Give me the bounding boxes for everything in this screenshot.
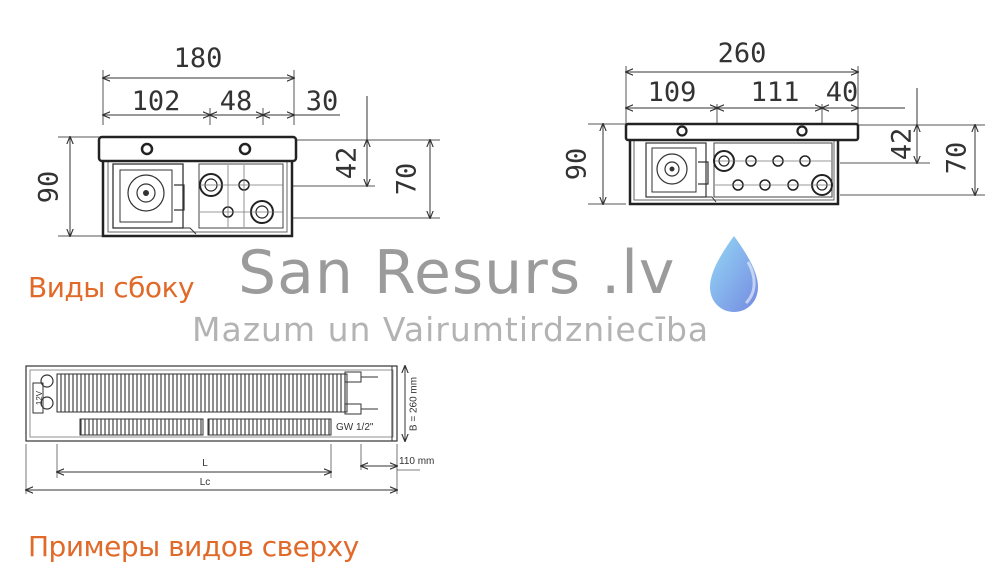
fan-icon xyxy=(127,174,165,212)
extension-lines xyxy=(588,66,985,205)
heat-exchanger-fins xyxy=(56,373,348,413)
dim-segment-c: 30 xyxy=(306,86,339,117)
fan-icon xyxy=(656,153,688,185)
heat-exchanger xyxy=(713,142,833,198)
fan-unit xyxy=(645,142,707,198)
top-views-heading: Примеры видов сверху xyxy=(28,530,359,563)
end-length-label: 110 mm xyxy=(399,456,434,467)
convector-section-2 xyxy=(624,122,860,206)
top-view: 12V GW 1/2" B = 260 mm L Lc 110 mm xyxy=(26,366,434,494)
dim-segment-b: 48 xyxy=(220,86,253,117)
dim-segment-a: 109 xyxy=(648,77,697,108)
grille-frame xyxy=(624,122,860,142)
dim-segment-a: 102 xyxy=(132,86,181,117)
dim-height: 90 xyxy=(34,171,65,204)
dimension-lines xyxy=(603,72,975,204)
grille-frame xyxy=(97,135,298,163)
dim-height: 90 xyxy=(562,148,593,181)
water-drop-icon xyxy=(710,236,758,312)
dim-inner-height-1: 42 xyxy=(332,147,363,180)
dim-total-width: 260 xyxy=(718,38,767,69)
dim-total-width: 180 xyxy=(174,43,223,74)
connection-label: GW 1/2" xyxy=(336,422,374,433)
overall-length-label: Lc xyxy=(200,477,211,488)
dim-segment-c: 40 xyxy=(826,77,859,108)
convector-section-1 xyxy=(97,135,298,238)
watermark-title: San Resurs .lv xyxy=(238,238,676,308)
side-view-2: 260 109 111 40 90 42 70 xyxy=(562,38,985,206)
heat-exchanger xyxy=(198,163,284,229)
voltage-label: 12V xyxy=(35,390,44,405)
side-views-heading: Виды сбоку xyxy=(28,271,195,304)
dim-segment-b: 111 xyxy=(751,77,800,108)
dim-inner-height-1: 42 xyxy=(887,128,918,161)
side-view-1: 180 102 48 30 90 42 70 xyxy=(34,43,440,238)
dimension-lines xyxy=(70,78,430,236)
dim-inner-height-2: 70 xyxy=(392,163,423,196)
width-label: B = 260 mm xyxy=(409,377,420,431)
dim-inner-height-2: 70 xyxy=(942,142,973,175)
length-label: L xyxy=(202,458,208,469)
watermark-subtitle: Mazum un Vairumtirdzniecība xyxy=(192,310,710,349)
